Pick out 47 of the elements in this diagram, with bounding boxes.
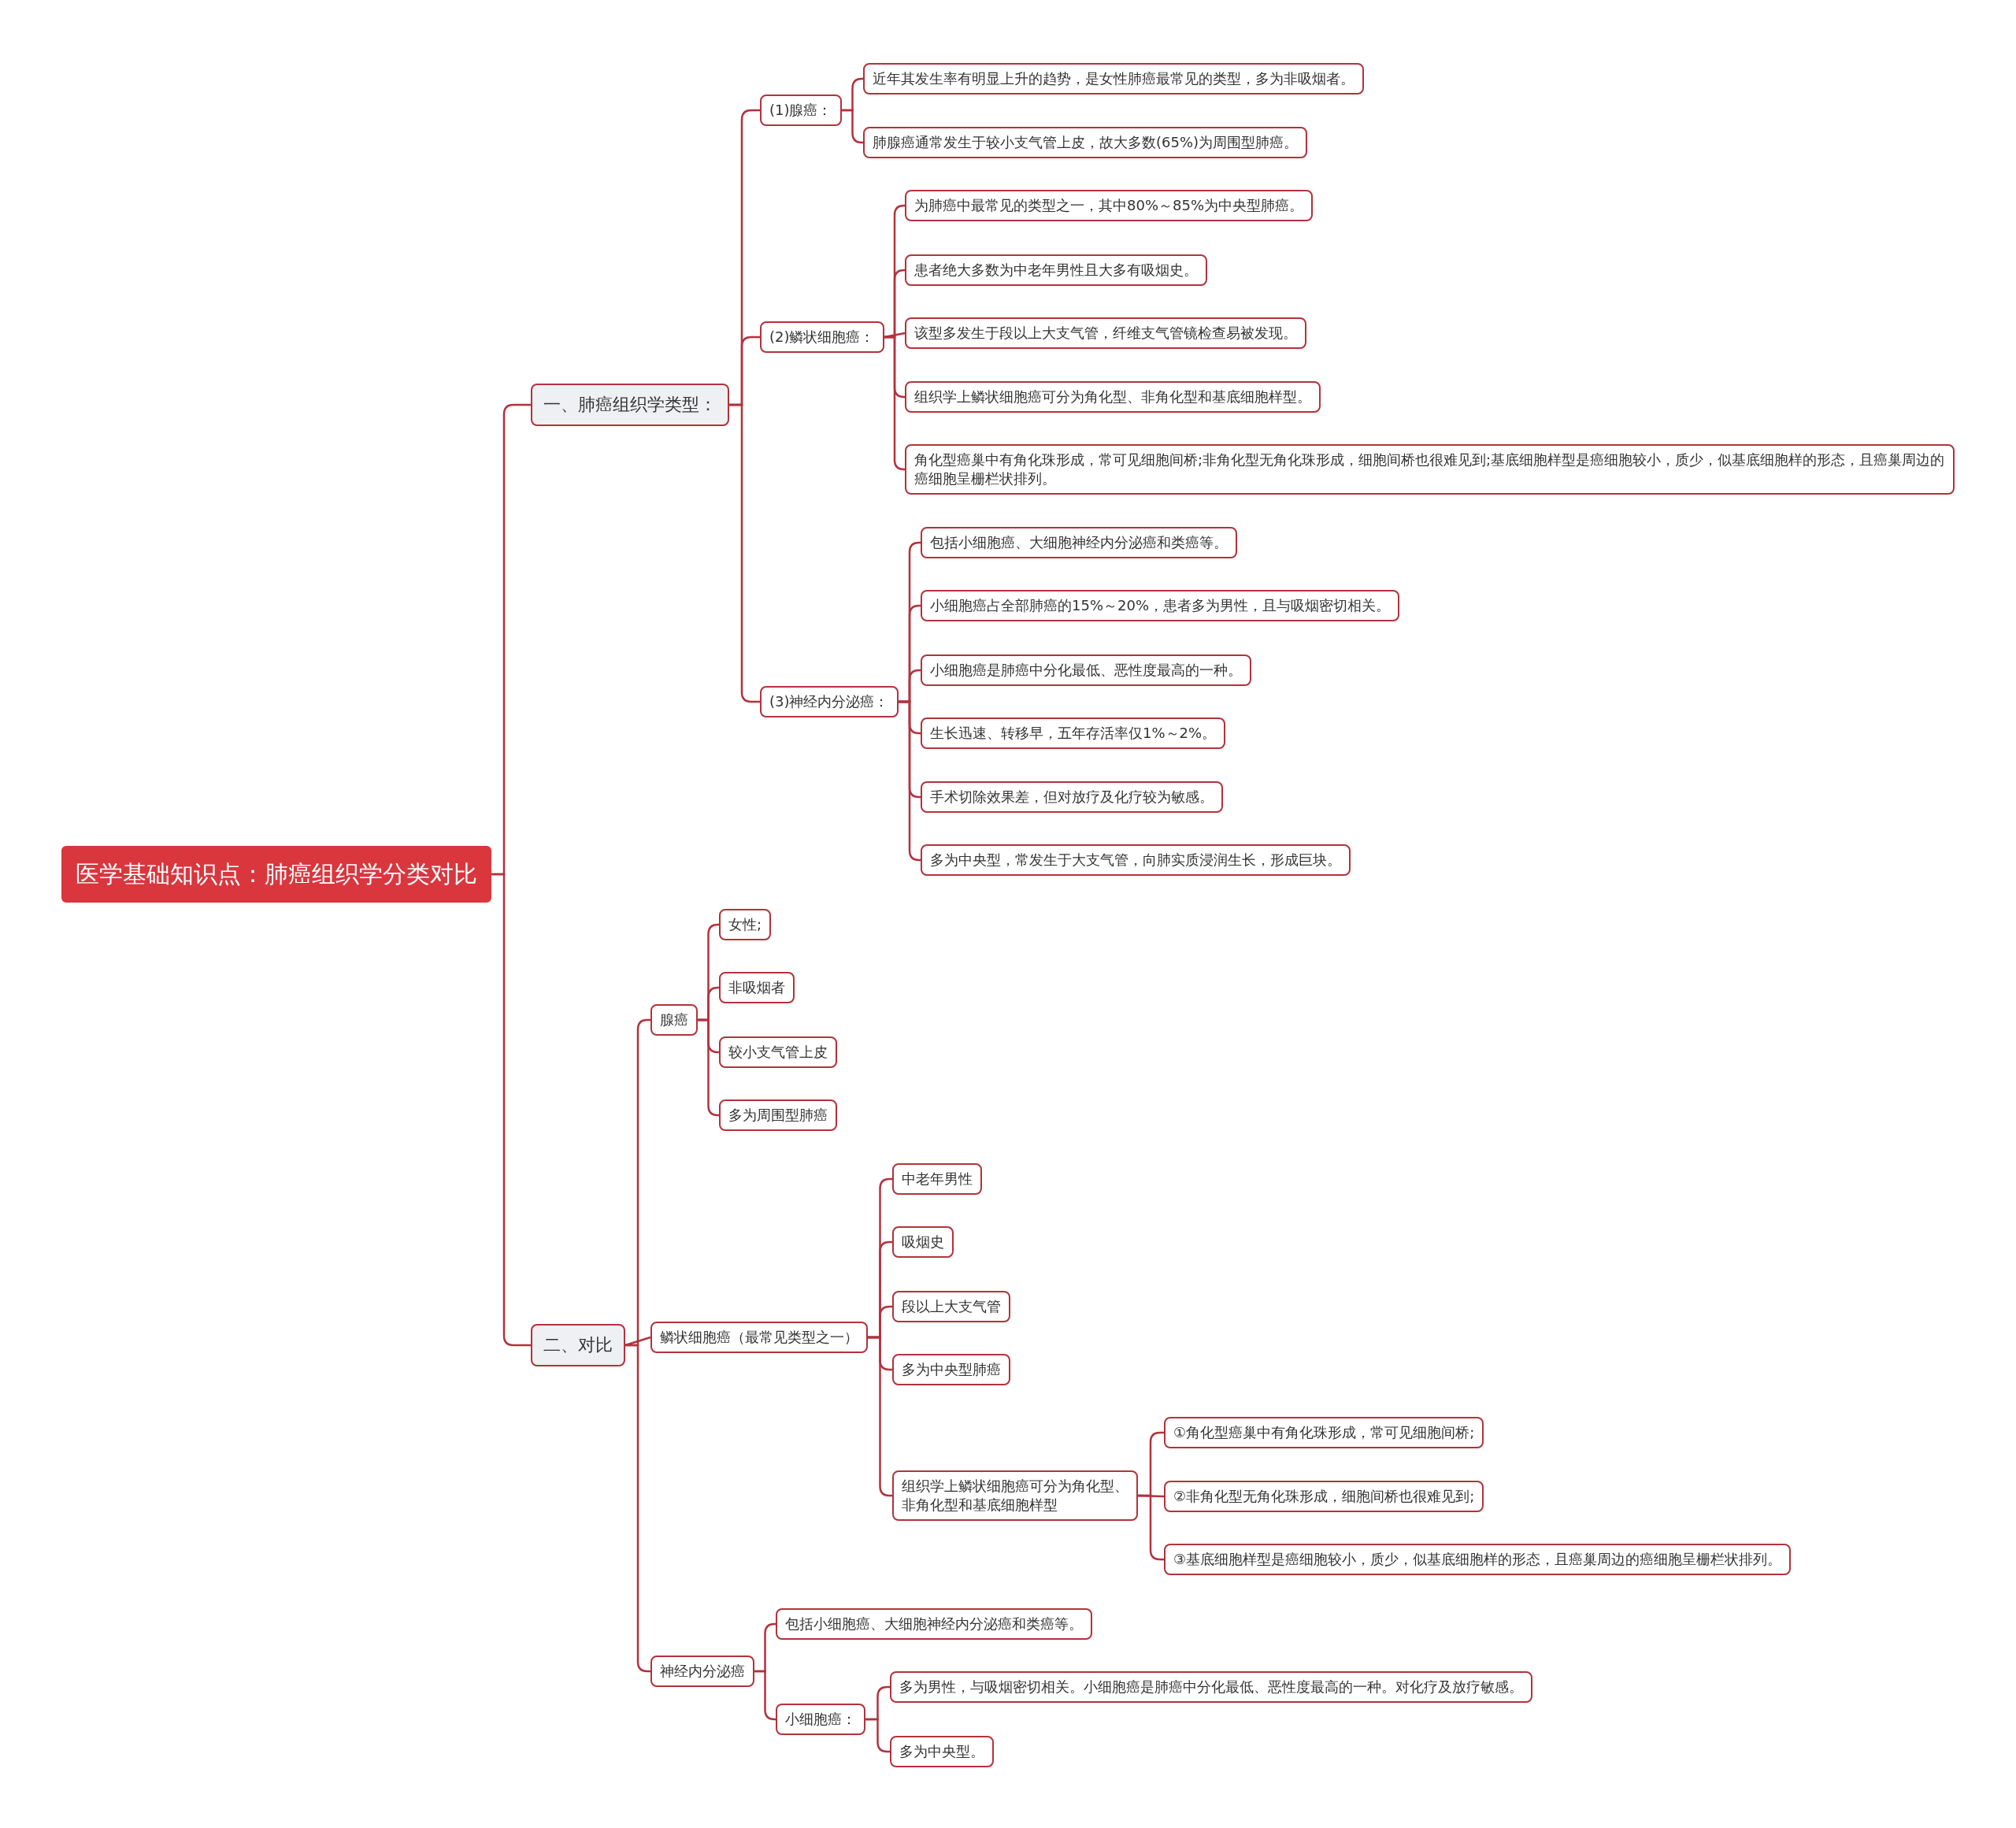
- topic-box: 该型多发生于段以上大支气管，纤维支气管镜检查易被发现。: [905, 317, 1306, 349]
- topic-box: 生长迅速、转移早，五年存活率仅1%～2%。: [921, 717, 1226, 749]
- topic-box: 女性;: [719, 909, 772, 940]
- topic-box: 手术切除效果差，但对放疗及化疗较为敏感。: [921, 781, 1223, 813]
- connector-line: [491, 873, 531, 1347]
- branch-topic-box: 二、对比: [531, 1324, 625, 1366]
- topic-box: 包括小细胞癌、大细胞神经内分泌癌和类癌等。: [921, 527, 1237, 558]
- topic-box: 为肺癌中最常见的类型之一，其中80%～85%为中央型肺癌。: [905, 190, 1313, 221]
- topic-box: 吸烟史: [892, 1226, 954, 1258]
- topic-box: 神经内分泌癌: [650, 1656, 754, 1687]
- connector-line: [865, 1718, 890, 1753]
- topic-box: 患者绝大多数为中老年男性且大多有吸烟史。: [905, 254, 1207, 286]
- topic-box: 鳞状细胞癌（最常见类型之一）: [650, 1322, 868, 1353]
- topic-box: 小细胞癌占全部肺癌的15%～20%，患者多为男性，且与吸烟密切相关。: [921, 590, 1399, 621]
- connector-line: [754, 1670, 776, 1721]
- topic-box: 非吸烟者: [719, 972, 795, 1003]
- topic-box: (2)鳞状细胞癌：: [760, 321, 884, 353]
- connector-line: [624, 1336, 651, 1347]
- topic-box: (1)腺癌：: [760, 95, 842, 126]
- topic-box: 角化型癌巢中有角化珠形成，常可见细胞间桥;非角化型无角化珠形成，细胞间桥也很难见到;基底细胞样型是癌细胞较小，质少，似基底细胞样的形态，且癌巢周边的癌细胞呈栅栏状排列。: [905, 444, 1955, 495]
- connector-line: [698, 1018, 720, 1117]
- topic-box: 小细胞癌是肺癌中分化最低、恶性度最高的一种。: [921, 654, 1251, 686]
- connector-line: [884, 336, 906, 471]
- topic-box: 多为中央型。: [890, 1736, 994, 1767]
- topic-box: 组织学上鳞状细胞癌可分为角化型、非角化型和基底细胞样型: [892, 1470, 1138, 1521]
- topic-box: ①角化型癌巢中有角化珠形成，常可见细胞间桥;: [1164, 1417, 1484, 1448]
- topic-box: 肺腺癌通常发生于较小支气管上皮，故大多数(65%)为周围型肺癌。: [863, 127, 1308, 158]
- topic-box: 较小支气管上皮: [719, 1036, 837, 1068]
- topic-box: 多为中央型肺癌: [892, 1354, 1010, 1385]
- topic-box: 段以上大支气管: [892, 1291, 1010, 1322]
- topic-box: ②非角化型无角化珠形成，细胞间桥也很难见到;: [1164, 1481, 1484, 1512]
- topic-box: 多为周围型肺癌: [719, 1099, 837, 1131]
- topic-box: 组织学上鳞状细胞癌可分为角化型、非角化型和基底细胞样型。: [905, 381, 1321, 413]
- central-topic-box: 医学基础知识点：肺癌组织学分类对比: [61, 846, 491, 903]
- topic-box: 腺癌: [650, 1004, 698, 1036]
- topic-box: 小细胞癌：: [776, 1704, 865, 1735]
- connector-line: [842, 109, 864, 144]
- topic-box: (3)神经内分泌癌：: [760, 686, 899, 717]
- connector-line: [729, 403, 760, 703]
- topic-box: 中老年男性: [892, 1163, 982, 1195]
- topic-box: 多为中央型，常发生于大支气管，向肺实质浸润生长，形成巨块。: [921, 844, 1351, 876]
- topic-box: 多为男性，与吸烟密切相关。小细胞癌是肺癌中分化最低、恶性度最高的一种。对化疗及放疗敏感。: [890, 1671, 1532, 1703]
- connector-line: [884, 332, 906, 339]
- topic-box: 包括小细胞癌、大细胞神经内分泌癌和类癌等。: [776, 1608, 1092, 1640]
- topic-box: ③基底细胞样型是癌细胞较小，质少，似基底细胞样的形态，且癌巢周边的癌细胞呈栅栏状排列。: [1164, 1544, 1792, 1575]
- branch-topic-box: 一、肺癌组织学类型：: [531, 384, 729, 426]
- topic-box: 近年其发生率有明显上升的趋势，是女性肺癌最常见的类型，多为非吸烟者。: [863, 63, 1364, 95]
